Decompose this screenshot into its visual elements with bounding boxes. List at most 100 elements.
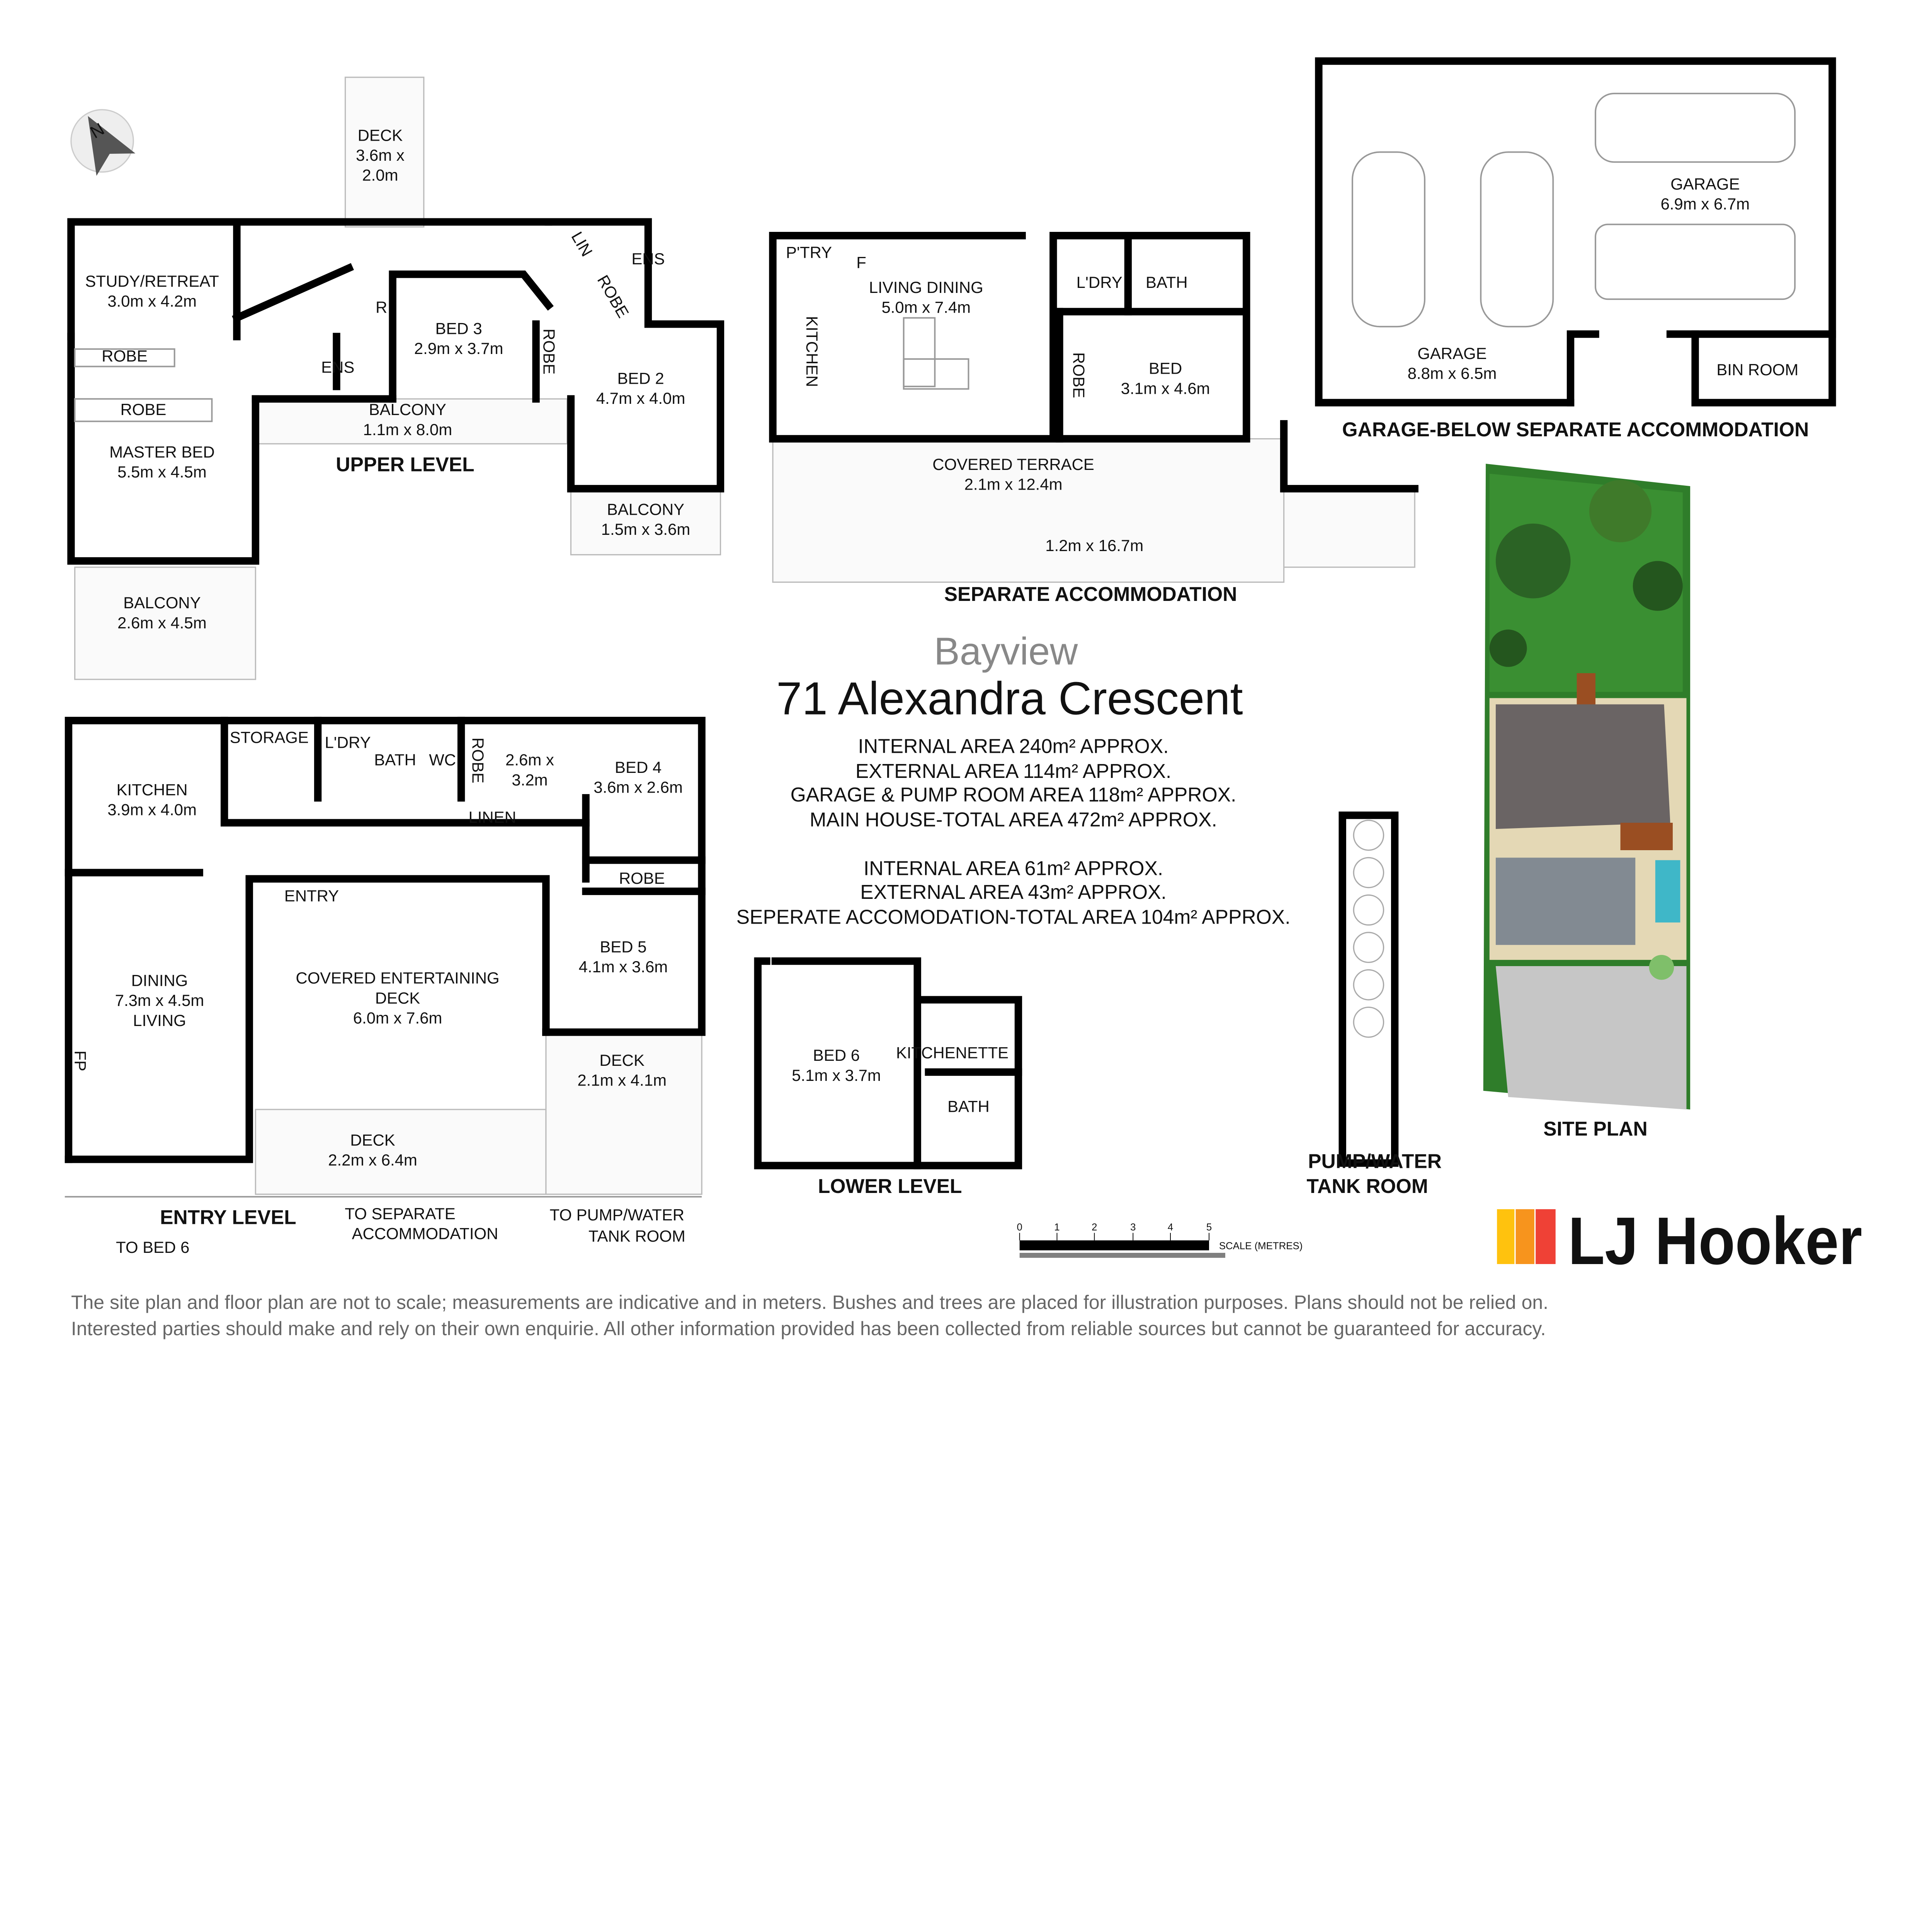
scale-tick: 2 [1092, 1222, 1097, 1233]
room-label: DECK [350, 1131, 395, 1149]
room-dims: 8.8m x 6.5m [1408, 364, 1497, 383]
area-line: EXTERNAL AREA 43m² APPROX. [860, 881, 1167, 903]
room-dims: 6.0m x 7.6m [353, 1009, 442, 1027]
room-label: DECK [375, 989, 420, 1007]
site-plan-image [1483, 463, 1690, 1109]
room-dims: 2.0m [362, 166, 398, 184]
room-tag: KITCHEN [803, 316, 821, 387]
room-label: KITCHENETTE [896, 1044, 1009, 1062]
room-label: BATH [947, 1097, 990, 1115]
room-label: STUDY/RETREAT [85, 272, 219, 290]
area-line: GARAGE & PUMP ROOM AREA 118m² APPROX. [791, 783, 1236, 806]
car-icon [1595, 223, 1796, 300]
room-tag: R [376, 298, 387, 316]
separate-accommodation-title: SEPARATE ACCOMMODATION [944, 583, 1237, 605]
room-dims: 3.1m x 4.6m [1121, 379, 1210, 397]
room-tag: LINEN [468, 808, 516, 826]
room-dims: 2.1m x 12.4m [964, 475, 1063, 493]
lower-level-plan: BED 6 5.1m x 3.7m KITCHENETTE BATH LOWER… [754, 957, 1022, 1197]
car-icon [1480, 151, 1554, 328]
address: 71 Alexandra Crescent [776, 673, 1243, 724]
room-label: BED 5 [600, 938, 646, 956]
room-label: GARAGE [1417, 344, 1486, 362]
car-icon [1595, 92, 1796, 163]
room-dims: 6.9m x 6.7m [1661, 195, 1750, 213]
room-dims: 1.2m x 16.7m [1045, 536, 1143, 555]
room-dims: 2.6m x 4.5m [117, 614, 207, 632]
room-dims: 3.6m x 2.6m [594, 778, 683, 796]
room-dims: 5.5m x 4.5m [117, 463, 207, 481]
disclaimer-line: The site plan and floor plan are not to … [71, 1292, 1548, 1313]
room-tag: ROBE [102, 347, 148, 365]
scale-tick: 1 [1054, 1222, 1060, 1233]
direction-note: ACCOMMODATION [352, 1224, 498, 1242]
room-label: MASTER BED [109, 443, 215, 461]
room-tag: L'DRY [325, 733, 371, 751]
room-dims: 3.2m [512, 771, 548, 789]
room-dims: 1.5m x 3.6m [601, 520, 690, 538]
room-dims: 2.1m x 4.1m [577, 1071, 667, 1089]
garage-plan: GARAGE 6.9m x 6.7m GARAGE 8.8m x 6.5m BI… [1315, 57, 1836, 441]
room-label: BALCONY [123, 594, 201, 612]
area-line: EXTERNAL AREA 114m² APPROX. [855, 760, 1171, 782]
room-tag: BATH [374, 751, 416, 769]
pump-room-plan: PUMP/WATER TANK ROOM [1307, 811, 1442, 1197]
disclaimer-line: Interested parties should make and rely … [71, 1318, 1546, 1339]
room-label: BED 2 [617, 369, 664, 388]
lower-level-title: LOWER LEVEL [818, 1175, 962, 1197]
room-tag: STORAGE [230, 728, 309, 747]
room-label: KITCHEN [117, 781, 188, 799]
room-tag: ROBE [469, 737, 487, 783]
room-label: BIN ROOM [1716, 361, 1798, 379]
room-dims: 3.6m x [356, 146, 405, 164]
direction-note: TO BED 6 [116, 1238, 189, 1256]
direction-note: TO PUMP/WATER [549, 1206, 684, 1224]
room-label: COVERED ENTERTAINING [296, 969, 499, 987]
room-label: COVERED TERRACE [932, 455, 1094, 473]
room-label: BED 4 [615, 758, 662, 776]
room-label: DECK [358, 126, 403, 145]
room-label: DECK [599, 1051, 645, 1069]
garage-title: GARAGE-BELOW SEPARATE ACCOMMODATION [1342, 418, 1809, 441]
suburb: Bayview [934, 630, 1078, 673]
room-tag: ROBE [1070, 352, 1088, 398]
floor-plan-sheet: N DECK 3.6m x 2.0m STUDY/RETREAT 3.0m x … [65, 57, 1862, 1339]
room-dims: 4.7m x 4.0m [596, 389, 685, 407]
scale-label: SCALE (METRES) [1219, 1240, 1303, 1251]
site-plan-title: SITE PLAN [1543, 1118, 1648, 1140]
room-label: BALCONY [369, 400, 446, 419]
room-tag: P'TRY [786, 243, 832, 262]
property-header: Bayview 71 Alexandra Crescent INTERNAL A… [736, 630, 1291, 928]
room-label: GARAGE [1670, 175, 1740, 193]
room-tag: ENS [631, 250, 665, 268]
logo-text: LJ Hooker [1568, 1203, 1862, 1278]
direction-note: TO SEPARATE [345, 1205, 456, 1223]
scale-bar: 0 1 2 3 4 5 SCALE (METRES) [1017, 1222, 1303, 1258]
room-dims: 5.1m x 3.7m [792, 1066, 881, 1084]
room-tag: ROBE [121, 400, 167, 419]
room-dims: 2.6m x [505, 751, 554, 769]
lj-hooker-logo [1497, 1209, 1556, 1264]
room-tag: F [856, 254, 866, 272]
entry-level-title: ENTRY LEVEL [160, 1206, 296, 1229]
room-label: BALCONY [607, 500, 684, 518]
north-arrow-icon: N [70, 109, 136, 176]
room-dims: 3.9m x 4.0m [107, 801, 197, 819]
room-dims: 3.0m x 4.2m [107, 292, 197, 310]
car-icon [1352, 151, 1426, 328]
room-tag: ROBE [540, 328, 558, 374]
direction-note: TANK ROOM [588, 1227, 685, 1245]
upper-level-title: UPPER LEVEL [336, 453, 474, 475]
room-dims: 5.0m x 7.4m [881, 298, 971, 316]
room-label: BED 6 [813, 1046, 860, 1064]
room-tag: L'DRY [1077, 273, 1122, 291]
scale-tick: 3 [1130, 1222, 1136, 1233]
room-tag: WC [429, 751, 456, 769]
room-tag: FP [71, 1050, 90, 1071]
scale-tick: 4 [1168, 1222, 1173, 1233]
pump-room-title: PUMP/WATER [1308, 1150, 1442, 1172]
room-dims: 4.1m x 3.6m [579, 958, 668, 976]
separate-accommodation-plan: LIVING DINING 5.0m x 7.4m BED 3.1m x 4.6… [769, 231, 1418, 605]
room-label: LIVING [133, 1011, 186, 1029]
room-tag: BATH [1146, 273, 1188, 291]
